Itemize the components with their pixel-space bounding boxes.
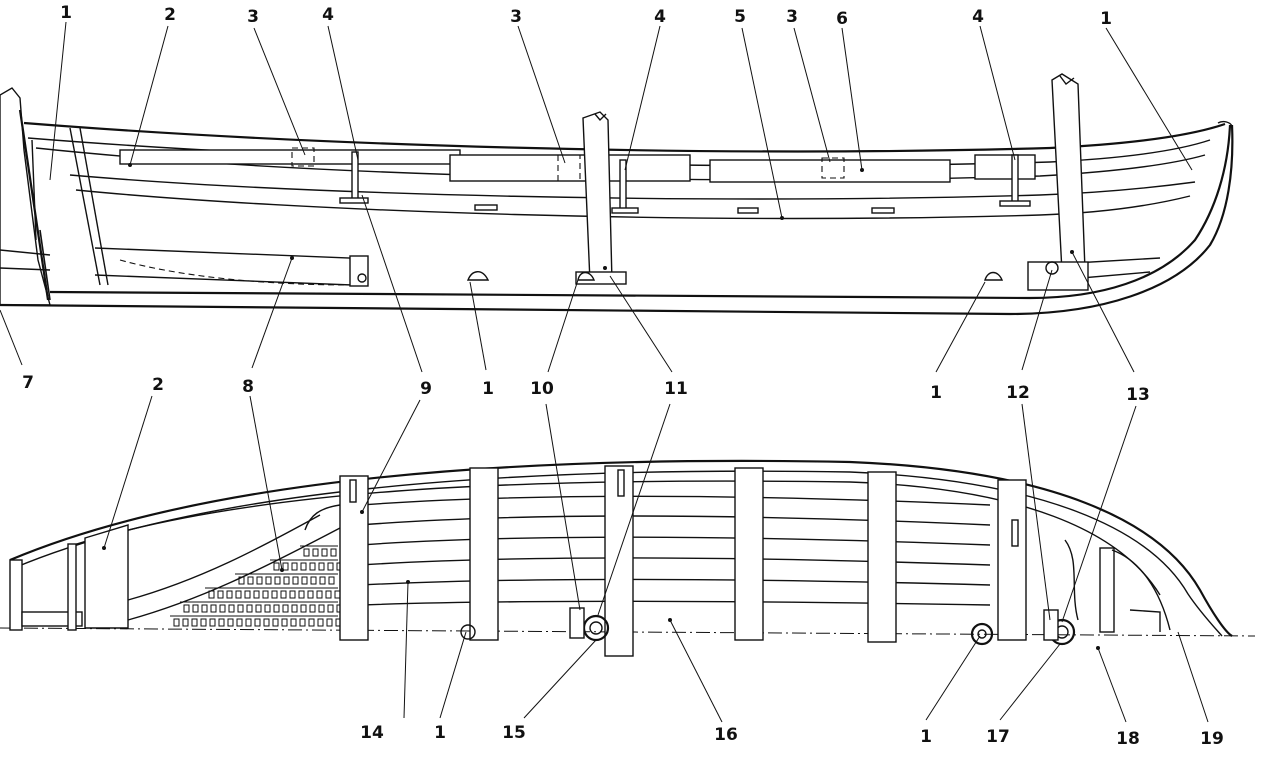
sheer-line	[23, 121, 1226, 153]
callout-profile-top: 4	[654, 7, 666, 27]
callout-profile-top: 3	[786, 7, 798, 27]
floor-grating	[170, 545, 343, 627]
callout-profile-top: 4	[972, 7, 984, 27]
callout-profile-bottom: 1	[930, 383, 942, 403]
callout-profile-top: 5	[734, 7, 746, 27]
callout-profile-bottom: 10	[530, 379, 554, 399]
callout-profile-bottom: 11	[664, 379, 688, 399]
callout-profile-top: 1	[60, 3, 72, 23]
callout-plan-top: 2	[152, 375, 164, 395]
callout-profile-top: 2	[164, 5, 176, 25]
callout-profile-top: 6	[836, 9, 848, 29]
callout-plan-bottom: 17	[986, 727, 1010, 747]
callout-profile-top: 3	[247, 7, 259, 27]
profile-view	[0, 73, 1234, 316]
callout-profile-bottom: 7	[22, 373, 34, 393]
callout-labels: 1 2 3 4 3 4 5 3 6 4 1 7 8 9 1 10 11 1 12…	[22, 3, 1224, 749]
stern-post	[0, 87, 51, 306]
callout-plan-bottom: 16	[714, 725, 738, 745]
callout-profile-bottom: 13	[1126, 385, 1150, 405]
leader-lines	[0, 21, 1209, 723]
plan-view	[0, 459, 1256, 657]
callout-plan-bottom: 1	[920, 727, 932, 747]
callout-profile-bottom: 9	[420, 379, 432, 399]
callout-profile-bottom: 12	[1006, 383, 1030, 403]
callout-profile-top: 3	[510, 7, 522, 27]
callout-plan-bottom: 19	[1200, 729, 1224, 749]
callout-profile-bottom: 8	[242, 377, 254, 397]
plan-outer-sheer	[9, 459, 1233, 637]
mast-forward	[582, 111, 613, 283]
callout-profile-top: 1	[1100, 9, 1112, 29]
callout-plan-bottom: 18	[1116, 729, 1140, 749]
callout-plan-bottom: 1	[434, 723, 446, 743]
leader-dots	[102, 163, 1100, 650]
callout-profile-top: 4	[322, 5, 334, 25]
callout-plan-bottom: 14	[360, 723, 384, 743]
callout-profile-bottom: 1	[482, 379, 494, 399]
callout-plan-bottom: 15	[502, 723, 526, 743]
mast-aft	[1051, 73, 1086, 273]
keel-line	[49, 124, 1232, 300]
